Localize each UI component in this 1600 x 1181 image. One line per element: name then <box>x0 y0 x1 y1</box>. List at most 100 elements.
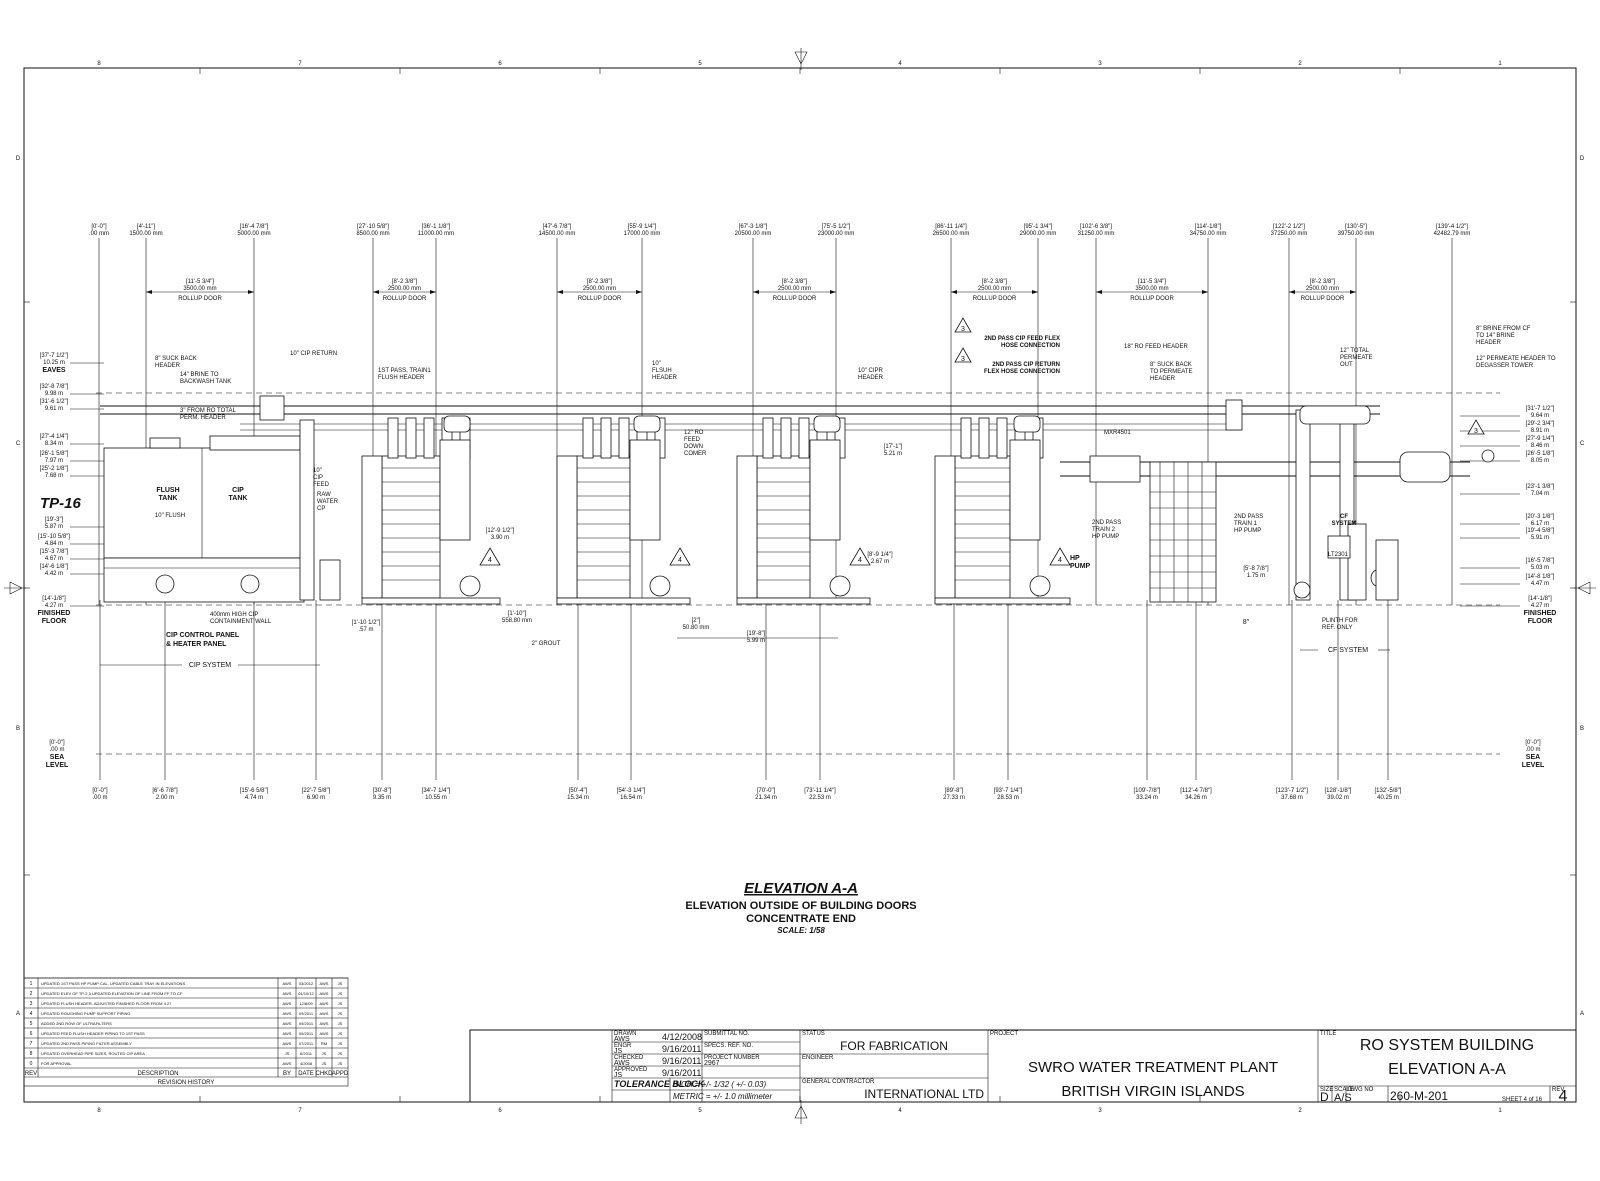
door-dim-ft: [8'-2 3/8"] <box>587 279 613 285</box>
right-elev-ft: [31'-7 1/2"] <box>1526 406 1555 412</box>
rev-label: REV <box>1552 1087 1564 1093</box>
left-elev-m: 7.68 m <box>45 473 63 479</box>
revision-number: 8 <box>30 1051 33 1057</box>
callout-pass2-train2: HP PUMP <box>1092 534 1119 540</box>
door-dim-mm: 3500.00 mm <box>1135 286 1168 292</box>
drawn-label: DRAWN <box>614 1031 636 1037</box>
callout-pass2-cip-feed: HOSE CONNECTION <box>1001 343 1060 349</box>
project-name: SWRO WATER TREATMENT PLANT <box>1028 1059 1278 1076</box>
dwg-number: 260-M-201 <box>1390 1089 1448 1103</box>
top-dim-mm: 23000.00 mm <box>818 231 855 237</box>
zone-label-top: 3 <box>1098 61 1102 67</box>
revision-history-title: REVISION HISTORY <box>158 1080 215 1086</box>
sheet-count: SHEET 4 of 16 <box>1502 1097 1543 1103</box>
callout-total-permeate: PERMEATE <box>1340 355 1373 361</box>
zone-label-left: A <box>16 1011 20 1017</box>
callout-brine-cf: 8" BRINE FROM CF <box>1476 326 1531 332</box>
project-number-label: PROJECT NUMBER <box>704 1055 760 1061</box>
gc-label: GENERAL CONTRACTOR <box>802 1079 875 1085</box>
left-elev-m: 5.87 m <box>45 524 63 530</box>
dim-label: 5.99 m <box>747 638 765 644</box>
chkd-col-header: CHKD <box>315 1071 333 1077</box>
callout-cf-label: SYSTEM <box>1332 521 1357 527</box>
door-dim-label: ROLLUP DOOR <box>1301 296 1345 302</box>
title-label: TITLE <box>1320 1031 1336 1037</box>
bottom-dim-ft: [132'-5/8"] <box>1375 788 1402 794</box>
by-col-header: BY <box>283 1071 291 1077</box>
revision-appd: JS <box>338 1031 343 1036</box>
revision-by: JS <box>285 1051 290 1056</box>
revision-chkd: JS <box>322 1051 327 1056</box>
sea-level-m-right: .00 m <box>1525 747 1540 753</box>
zone-label-bottom: 7 <box>298 1108 302 1114</box>
left-elev-ft: [26'-1 5/8"] <box>40 451 69 457</box>
callout-suck-back: 8" SUCK BACK <box>155 356 197 362</box>
zone-label-right: A <box>1580 1011 1584 1017</box>
bottom-dim-ft: [128'-1/8"] <box>1325 788 1352 794</box>
top-dim-ft: [139'-4 1/2"] <box>1436 224 1468 230</box>
scale-value: A/S <box>1334 1092 1352 1104</box>
dim-label: 5.21 m <box>884 451 902 457</box>
left-elev-m: 8.34 m <box>45 441 63 447</box>
callout-containment: CONTAINMENT WALL <box>210 619 272 625</box>
zone-label-top: 1 <box>1498 61 1502 67</box>
zone-label-right: D <box>1580 156 1585 162</box>
center-mark-left <box>4 581 26 595</box>
revision-appd: JS <box>338 1011 343 1016</box>
top-dimension-set: [0'-0"].00 mm[4'-11"]1500.00 mm[16'-4 7/… <box>89 224 1470 605</box>
top-dim-mm: 39750.00 mm <box>1338 231 1375 237</box>
callout-cip-feed: CIP <box>313 475 323 481</box>
dim-label: 8" <box>1243 619 1250 626</box>
date-col-header: DATE <box>298 1071 314 1077</box>
rev-value: 4 <box>1559 1088 1568 1105</box>
top-dim-mm: 31250.00 mm <box>1078 231 1115 237</box>
ro-skid-2: 4 <box>556 415 691 605</box>
callout-lt: LT2301 <box>1328 552 1349 558</box>
bottom-dim-m: 4.74 m <box>245 795 263 801</box>
engr-by: JS <box>614 1048 623 1055</box>
approved-by: JS <box>614 1072 623 1079</box>
right-elev-m: 5.91 m <box>1531 535 1549 541</box>
right-elev-ft: [27'-9 1/4"] <box>1526 436 1555 442</box>
bottom-dim-m: 28.53 m <box>997 795 1019 801</box>
callout-perm-degasser: DEGASSER TOWER <box>1476 363 1534 369</box>
callout-raw-water: CP <box>317 506 325 512</box>
right-elev-m: 8.91 m <box>1531 428 1549 434</box>
top-dim-ft: [130'-5"] <box>1345 224 1367 230</box>
callout-cf-system: CF SYSTEM <box>1328 647 1368 654</box>
dim-label: .57 m <box>358 627 373 633</box>
callout-cip-system: CIP SYSTEM <box>189 662 231 669</box>
callout-ro-feed-downcomer: COMER <box>684 451 707 457</box>
top-dim-mm: 42482.79 mm <box>1434 231 1471 237</box>
callout-ro-total-perm: PERM. HEADER <box>180 415 226 421</box>
revision-description: UPDATED OVERHEAD PIPE SIZES, ROUTED CIP … <box>41 1051 145 1056</box>
door-dim-mm: 2500.00 mm <box>978 286 1011 292</box>
door-dim-label: ROLLUP DOOR <box>773 296 817 302</box>
callout-flush-header-2: 10" <box>652 361 661 367</box>
revision-appd: JS <box>338 981 343 986</box>
door-dim-label: ROLLUP DOOR <box>383 296 427 302</box>
revision-number: 1 <box>30 981 33 987</box>
right-elev-ft: [26'-5 1/8"] <box>1526 451 1555 457</box>
sea-level-name-right: LEVEL <box>1522 762 1545 769</box>
revision-appd: JS <box>338 991 343 996</box>
right-elev-ft: [14'-8 1/8"] <box>1526 574 1555 580</box>
zone-label-left: C <box>16 441 21 447</box>
callout-total-permeate: 12" TOTAL <box>1340 348 1370 354</box>
appd-col-header: APPD <box>332 1071 349 1077</box>
bottom-dim-m: .00 m <box>92 795 107 801</box>
callout-cip-return: 10" CIP RETURN <box>290 351 337 357</box>
zone-label-top: 2 <box>1298 61 1302 67</box>
dwg-label: DWG NO <box>1348 1087 1374 1093</box>
revision-by: AWS <box>283 1041 292 1046</box>
callout-brine-cf: HEADER <box>1476 340 1502 346</box>
top-dim-mm: 29000.00 mm <box>1020 231 1057 237</box>
left-elev-ft: [19'-3"] <box>45 517 64 523</box>
center-mark-right <box>1574 581 1596 595</box>
center-mark-top <box>794 48 808 70</box>
callout-flush-header: 1ST PASS, TRAIN1 <box>378 368 431 374</box>
zone-label-bottom: 5 <box>698 1108 702 1114</box>
dim-label: 3.90 m <box>491 535 509 541</box>
callout-flush-10: 10" FLUSH <box>155 513 185 519</box>
